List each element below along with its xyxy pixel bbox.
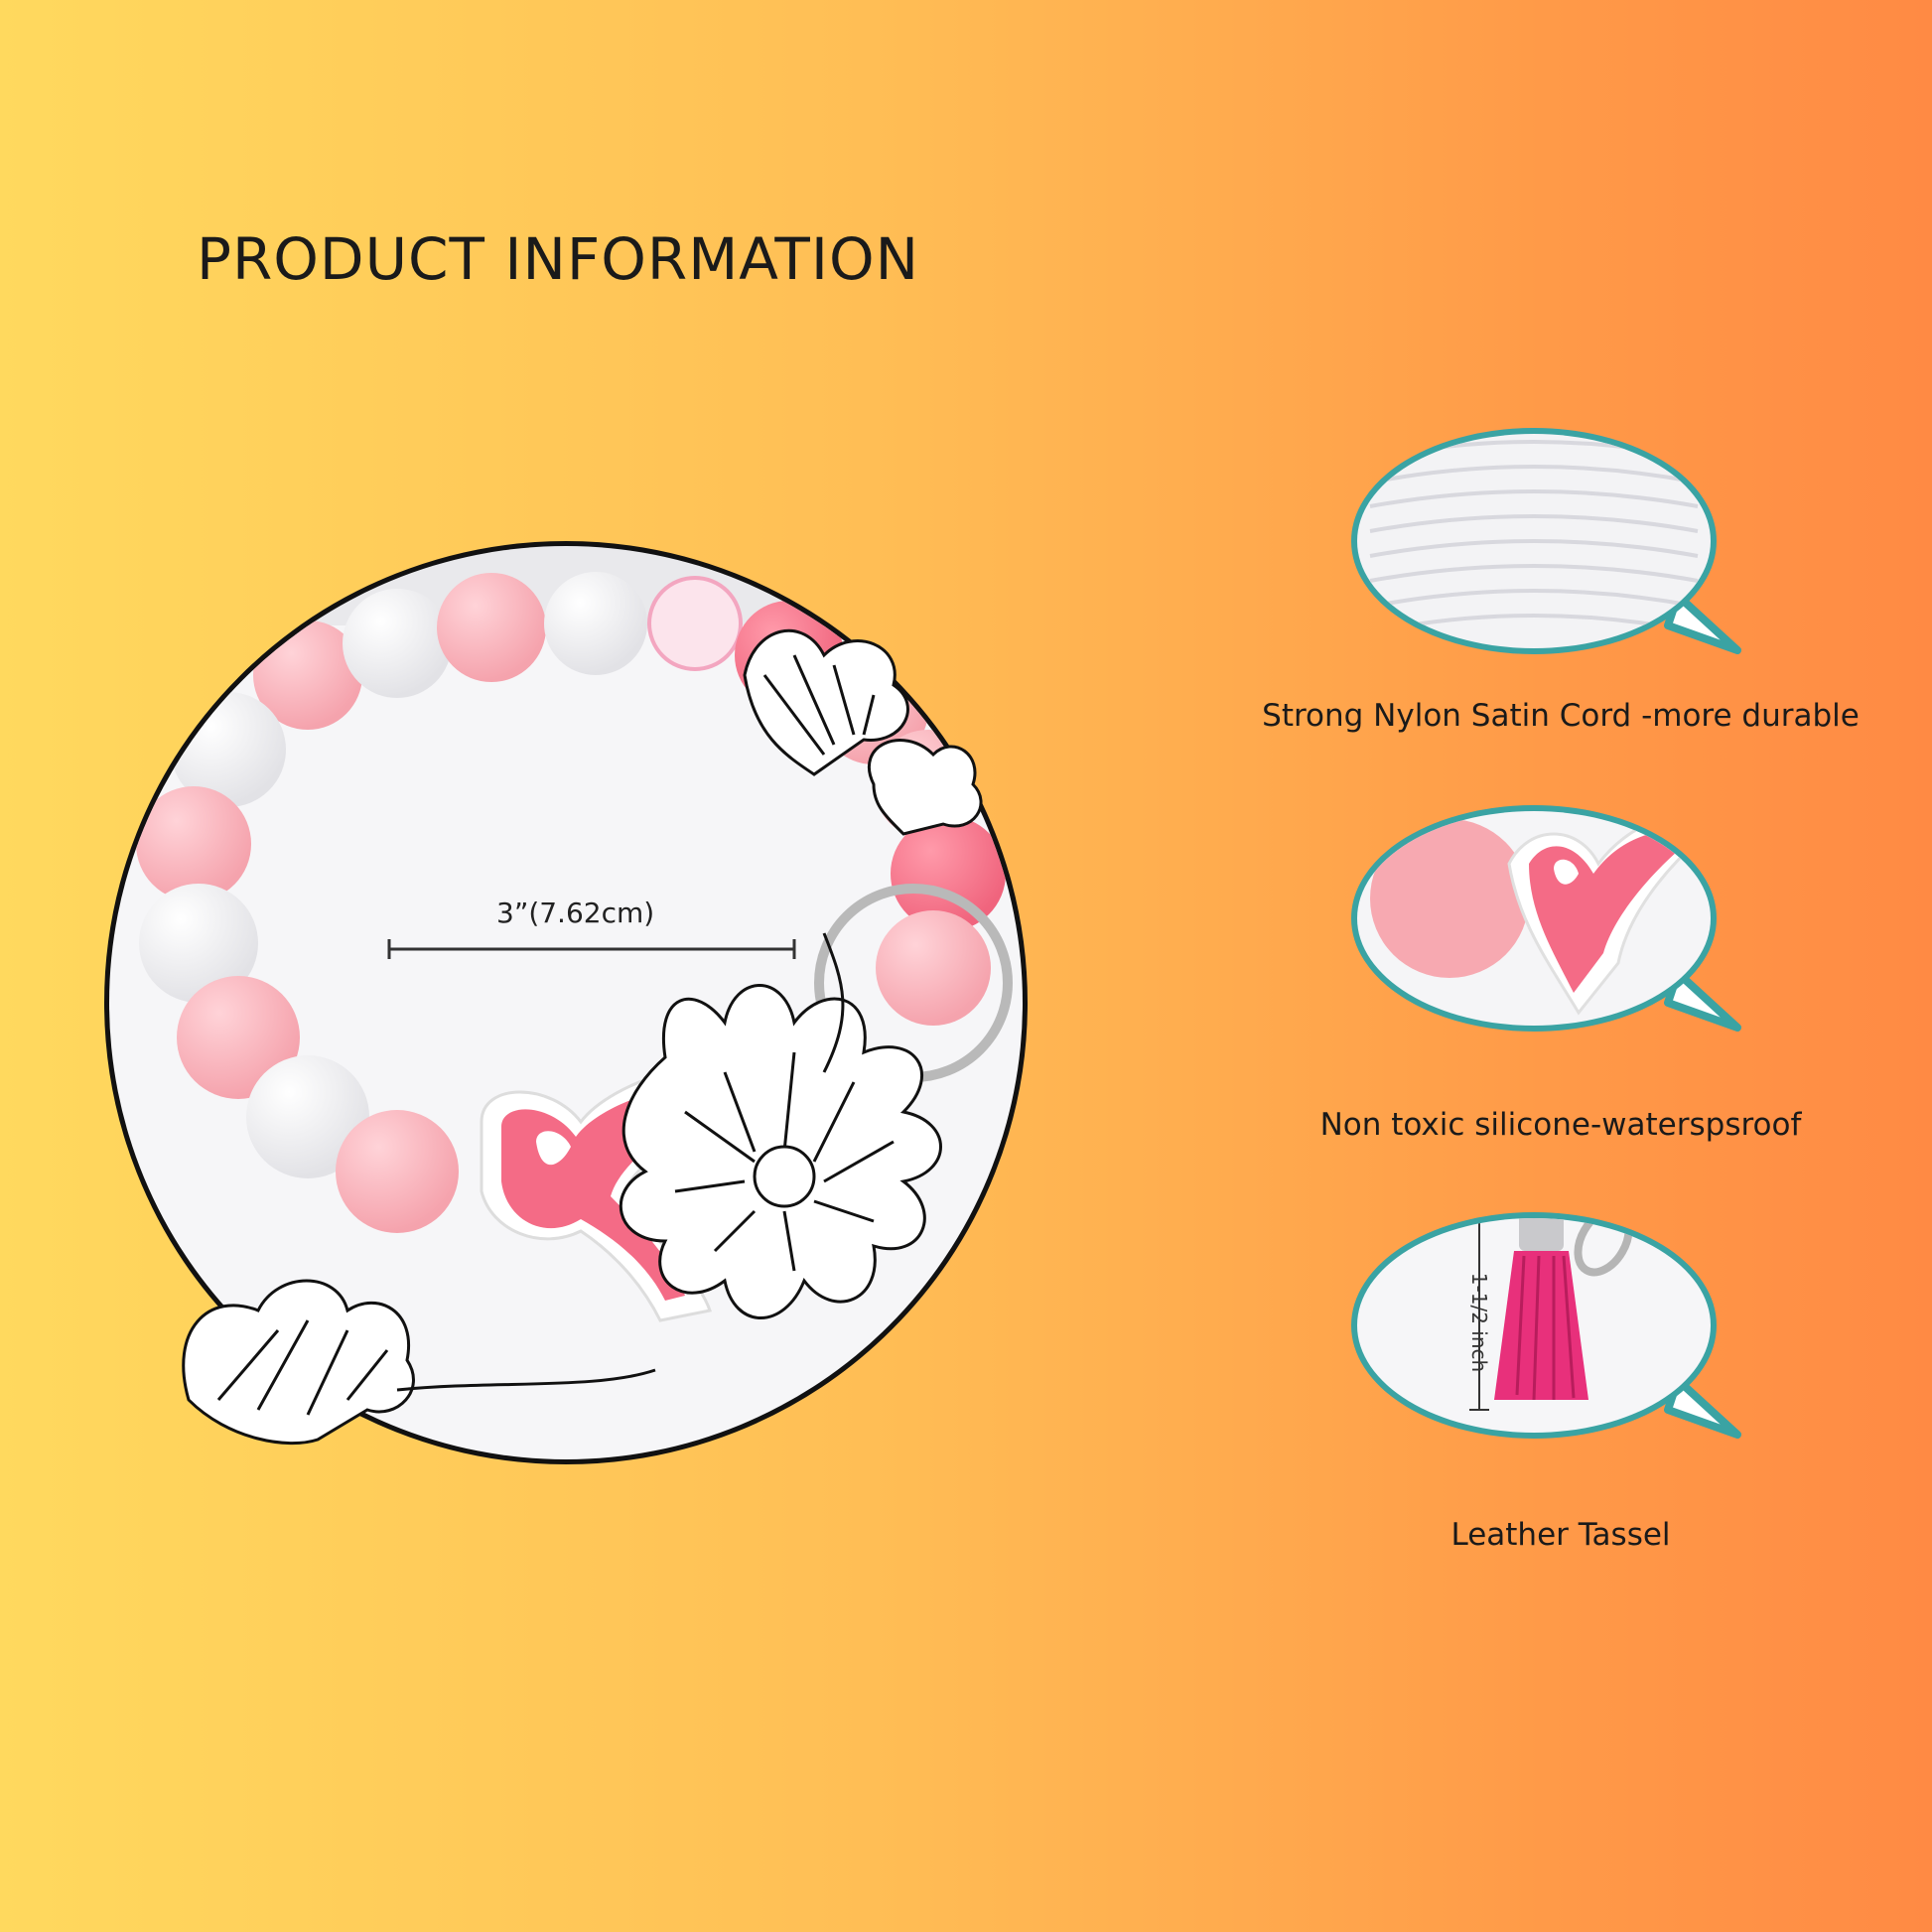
feature-caption-cord: Strong Nylon Satin Cord -more durable [1262,698,1860,734]
feature-caption-tassel: Leather Tassel [1450,1517,1671,1553]
page-title: PRODUCT INFORMATION [197,224,919,293]
ribbon-charm [480,1067,762,1322]
feature-caption-silicone: Non toxic silicone-waterspsroof [1319,1107,1802,1143]
nylon-cord-spool-icon [1351,428,1741,654]
bracelet-photo [104,541,1028,1464]
flower-illustration [182,628,983,1446]
silicone-bead-ribbon-icon [1351,805,1741,1032]
leather-tassel-icon [1351,1212,1741,1439]
measurement-label: 3”(7.62cm) [496,897,655,929]
tassel-dimension-label: 1-1/2 inch [1467,1272,1492,1373]
